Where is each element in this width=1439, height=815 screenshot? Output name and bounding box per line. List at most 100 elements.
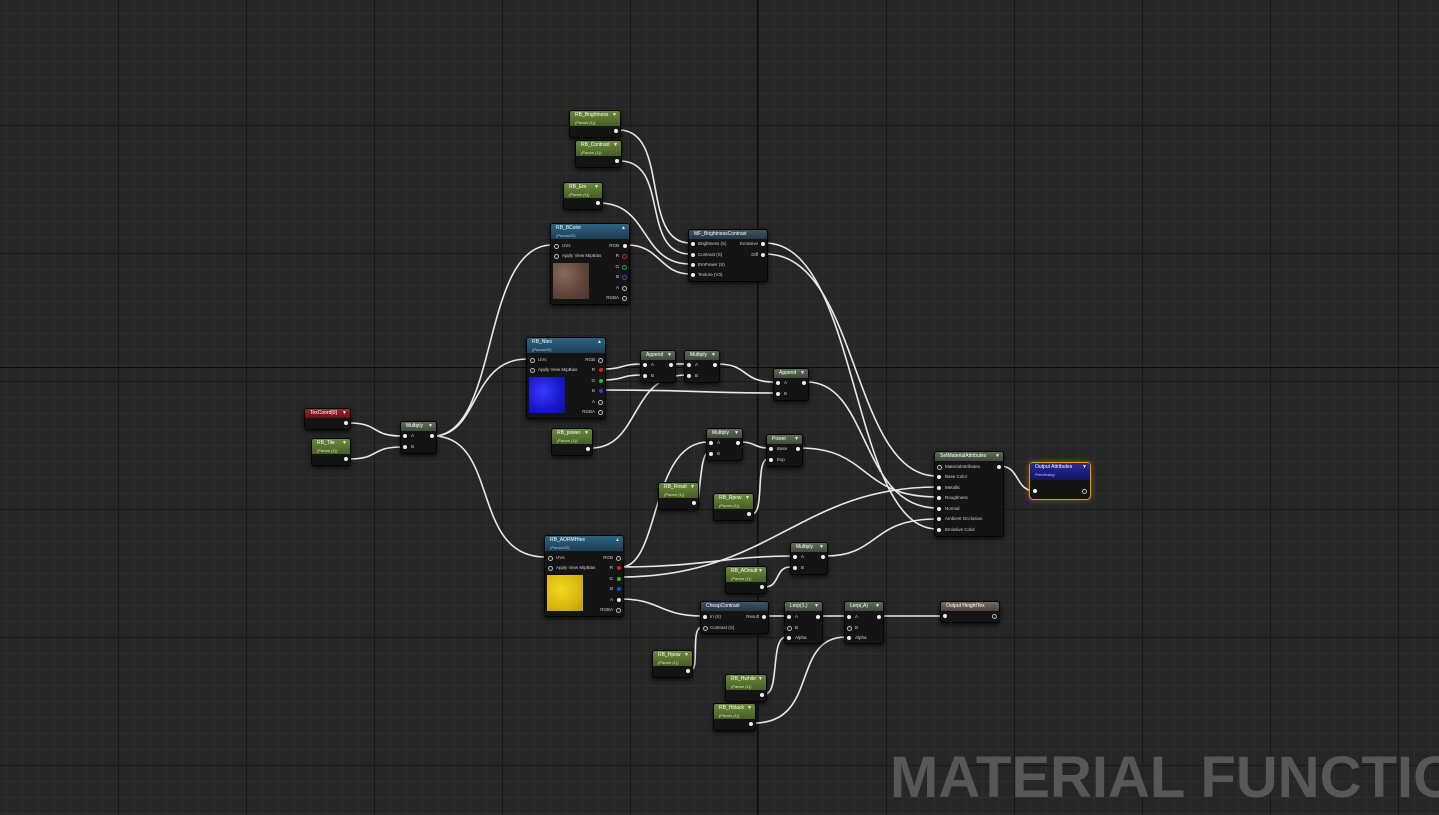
input-pin[interactable] [793, 566, 797, 570]
node-header[interactable]: RB_power(Param (1))▼ [552, 429, 592, 444]
collapse-arrow-icon[interactable]: ▼ [667, 352, 672, 358]
function-node-cheap-contrast[interactable]: CheapContrast In (S) Contrast (S) Result [700, 601, 769, 634]
input-pin[interactable] [548, 566, 553, 571]
collapse-arrow-icon[interactable]: ▼ [819, 544, 824, 550]
output-pin[interactable] [997, 465, 1001, 469]
node-header[interactable]: Lerp(1,)▼ [785, 602, 822, 611]
node-header[interactable]: RB_Em(Param (1))▼ [564, 183, 602, 198]
append-node-1[interactable]: Append▼ A B [640, 350, 676, 383]
node-header[interactable]: RB_Rpow(Param (1))▼ [714, 494, 753, 509]
node-header[interactable]: MF_BrightnessContrast [689, 230, 767, 239]
param-node-hblack[interactable]: RB_Hblack(Param (1))▼ [713, 703, 756, 731]
input-pin[interactable] [793, 555, 797, 559]
collapse-arrow-icon[interactable]: ▼ [794, 436, 799, 442]
texture-node-aormh[interactable]: RB_AORMHtex(Param2D)▲ UVs Apply View Mip… [544, 535, 624, 617]
input-pin[interactable] [937, 507, 941, 511]
output-pin-r[interactable] [622, 254, 627, 259]
node-header[interactable]: Multiply▼ [685, 351, 719, 360]
collapse-arrow-icon[interactable]: ▼ [758, 568, 763, 574]
output-pin[interactable] [615, 159, 619, 163]
input-pin[interactable] [554, 244, 559, 249]
param-node-hpow[interactable]: RB_Hpow(Param (1))▼ [652, 650, 693, 678]
input-pin[interactable] [847, 626, 852, 631]
output-pin-b[interactable] [599, 389, 603, 393]
param-node-npower[interactable]: RB_power(Param (1))▼ [551, 428, 593, 456]
node-header[interactable]: RB_Hwhite(Param (1))▼ [726, 675, 766, 690]
node-header[interactable]: RB_Hpow(Param (1))▼ [653, 651, 692, 666]
input-pin[interactable] [787, 615, 791, 619]
collapse-arrow-icon[interactable]: ▼ [584, 430, 589, 436]
output-pin[interactable] [821, 555, 825, 559]
output-pin-r[interactable] [617, 566, 621, 570]
output-heighttex-node[interactable]: Output HeightTex [940, 601, 1000, 623]
collapse-arrow-icon[interactable]: ▼ [875, 603, 880, 609]
input-pin[interactable] [847, 636, 851, 640]
input-pin[interactable] [691, 253, 695, 257]
output-pin-g[interactable] [617, 577, 621, 581]
output-pin-b[interactable] [622, 275, 627, 280]
input-pin[interactable] [709, 452, 713, 456]
input-pin[interactable] [937, 517, 941, 521]
input-pin[interactable] [403, 434, 407, 438]
collapse-arrow-icon[interactable]: ▼ [745, 495, 750, 501]
input-pin[interactable] [530, 358, 535, 363]
output-pin[interactable] [816, 615, 820, 619]
output-pin[interactable] [614, 129, 618, 133]
node-header[interactable]: TexCoord[0]▼ [305, 409, 350, 418]
node-header[interactable]: RB_AOmult(Param (1))▼ [726, 567, 766, 582]
node-header[interactable]: Append▼ [641, 351, 675, 360]
param-node-em[interactable]: RB_Em(Param (1))▼ [563, 182, 603, 210]
power-node[interactable]: Power▼ Base Exp [766, 434, 803, 467]
input-pin[interactable] [787, 626, 792, 631]
collapse-arrow-icon[interactable]: ▼ [684, 652, 689, 658]
param-node-tile[interactable]: RB_Tile(Param (1))▼ [311, 438, 351, 466]
output-pin-r[interactable] [599, 368, 603, 372]
input-pin[interactable] [1033, 489, 1037, 493]
collapse-arrow-icon[interactable]: ▼ [342, 440, 347, 446]
collapse-arrow-icon[interactable]: ▲ [621, 225, 626, 231]
input-pin[interactable] [943, 614, 947, 618]
texcoord-node[interactable]: TexCoord[0]▼ [304, 408, 351, 430]
output-pin-a[interactable] [617, 598, 621, 602]
input-pin[interactable] [937, 475, 941, 479]
node-header[interactable]: SetMaterialAttributes▼ [935, 452, 1003, 461]
collapse-arrow-icon[interactable]: ▼ [800, 370, 805, 376]
output-pin-a[interactable] [622, 286, 627, 291]
output-pin-rgba[interactable] [616, 608, 621, 613]
output-pin[interactable] [762, 615, 766, 619]
param-node-brightness[interactable]: RB_Brightness(Param (1))▼ [569, 110, 621, 138]
input-pin[interactable] [687, 363, 691, 367]
output-pin[interactable] [430, 434, 434, 438]
output-pin[interactable] [761, 242, 765, 246]
multiply-node-roughness[interactable]: Multiply▼ A B [706, 428, 743, 461]
node-header[interactable]: Lerp(,A)▼ [845, 602, 883, 611]
input-pin[interactable] [937, 486, 941, 490]
output-pin[interactable] [796, 447, 800, 451]
output-pin-a[interactable] [598, 400, 603, 405]
node-header[interactable]: RB_Rmult(Param (1))▼ [659, 483, 698, 498]
node-header[interactable]: RB_Hblack(Param (1))▼ [714, 704, 755, 719]
output-pin[interactable] [747, 512, 751, 516]
node-header[interactable]: Power▼ [767, 435, 802, 444]
collapse-arrow-icon[interactable]: ▼ [613, 142, 618, 148]
input-pin[interactable] [847, 615, 851, 619]
param-node-contrast[interactable]: RB_Contrast(Param (1))▼ [575, 140, 622, 168]
param-node-rmult[interactable]: RB_Rmult(Param (1))▼ [658, 482, 699, 510]
output-pin[interactable] [877, 615, 881, 619]
lerp-node-1[interactable]: Lerp(1,)▼ A B Alpha [784, 601, 823, 644]
output-pin[interactable] [749, 722, 753, 726]
output-pin[interactable] [596, 201, 600, 205]
input-pin[interactable] [703, 615, 707, 619]
multiply-node-ao[interactable]: Multiply▼ A B [790, 542, 828, 575]
node-header[interactable]: Multiply▼ [791, 543, 827, 552]
output-pin-rgb[interactable] [623, 244, 627, 248]
input-pin[interactable] [691, 263, 695, 267]
output-pin[interactable] [344, 421, 348, 425]
collapse-arrow-icon[interactable]: ▼ [428, 423, 433, 429]
input-pin[interactable] [643, 374, 647, 378]
collapse-arrow-icon[interactable]: ▼ [995, 453, 1000, 459]
node-header[interactable]: Append▼ [774, 369, 808, 378]
input-pin[interactable] [691, 242, 695, 246]
